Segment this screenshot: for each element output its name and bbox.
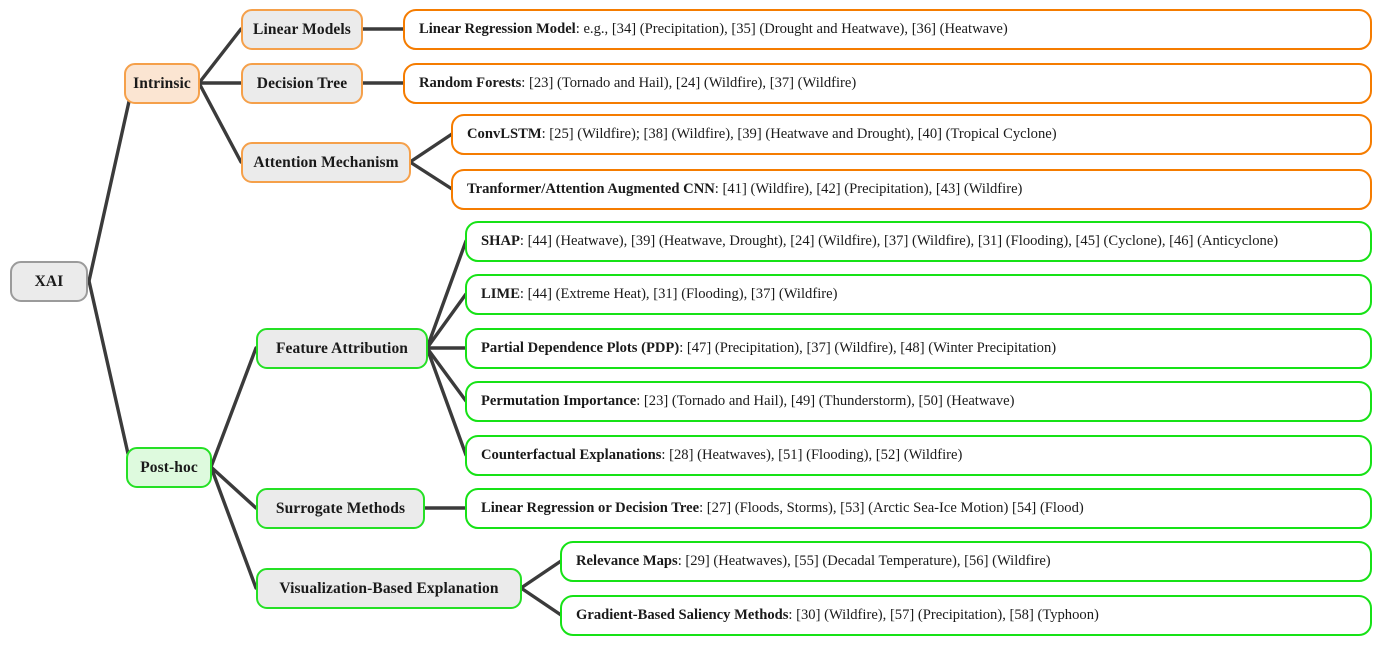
edge-fa-counterfactual bbox=[425, 346, 468, 457]
node-label: Decision Tree bbox=[256, 74, 348, 92]
leaf-refs: : [27] (Floods, Storms), [53] (Arctic Se… bbox=[699, 499, 1084, 516]
node-posthoc[interactable]: Post-hoc bbox=[126, 447, 212, 488]
leaf-title: ConvLSTM bbox=[467, 125, 542, 142]
leaf-title: Tranformer/Attention Augmented CNN bbox=[467, 180, 715, 197]
leaf-shap[interactable]: SHAP: [44] (Heatwave), [39] (Heatwave, D… bbox=[465, 221, 1372, 262]
leaf-gradient-based-saliency-methods[interactable]: Gradient-Based Saliency Methods: [30] (W… bbox=[560, 595, 1372, 636]
leaf-title: Linear Regression or Decision Tree bbox=[481, 499, 700, 516]
node-xai-root[interactable]: XAI bbox=[10, 261, 88, 302]
leaf-refs: : [44] (Extreme Heat), [31] (Flooding), … bbox=[519, 285, 838, 302]
edge-posthoc-feature-attribution bbox=[209, 346, 258, 469]
leaf-title: Random Forests bbox=[419, 74, 522, 91]
leaf-linear-regression-or-decision-tree[interactable]: Linear Regression or Decision Tree: [27]… bbox=[465, 488, 1372, 529]
leaf-title: Linear Regression Model bbox=[419, 20, 576, 37]
node-label: Surrogate Methods bbox=[275, 499, 406, 517]
node-decision-tree[interactable]: Decision Tree bbox=[241, 63, 363, 104]
node-label: Post-hoc bbox=[140, 458, 198, 476]
leaf-refs: : e.g., [34] (Precipitation), [35] (Drou… bbox=[575, 20, 1008, 37]
leaf-title: LIME bbox=[481, 285, 520, 302]
leaf-convlstm[interactable]: ConvLSTM: [25] (Wildfire); [38] (Wildfir… bbox=[451, 114, 1372, 155]
edge-intrinsic-attention bbox=[197, 81, 243, 164]
node-visualization-based-explanation[interactable]: Visualization-Based Explanation bbox=[256, 568, 522, 609]
leaf-title: Counterfactual Explanations bbox=[481, 446, 662, 463]
leaf-lime[interactable]: LIME: [44] (Extreme Heat), [31] (Floodin… bbox=[465, 274, 1372, 315]
leaf-linear-regression-model[interactable]: Linear Regression Model: e.g., [34] (Pre… bbox=[403, 9, 1372, 50]
leaf-refs: : [28] (Heatwaves), [51] (Flooding), [52… bbox=[661, 446, 963, 463]
edge-visualization-gradient bbox=[519, 586, 563, 617]
edge-posthoc-visualization bbox=[209, 465, 258, 590]
leaf-random-forests[interactable]: Random Forests: [23] (Tornado and Hail),… bbox=[403, 63, 1372, 104]
leaf-refs: : [23] (Tornado and Hail), [24] (Wildfir… bbox=[521, 74, 857, 91]
edge-fa-shap bbox=[425, 239, 468, 350]
leaf-title: Gradient-Based Saliency Methods bbox=[576, 606, 789, 623]
node-intrinsic[interactable]: Intrinsic bbox=[124, 63, 200, 104]
edge-fa-lime bbox=[425, 292, 468, 350]
leaf-relevance-maps[interactable]: Relevance Maps: [29] (Heatwaves), [55] (… bbox=[560, 541, 1372, 582]
leaf-permutation-importance[interactable]: Permutation Importance: [23] (Tornado an… bbox=[465, 381, 1372, 422]
leaf-counterfactual-explanations[interactable]: Counterfactual Explanations: [28] (Heatw… bbox=[465, 435, 1372, 476]
leaf-refs: : [44] (Heatwave), [39] (Heatwave, Droug… bbox=[519, 232, 1279, 249]
edge-attention-convlstm bbox=[408, 132, 454, 164]
leaf-transformer-attention-augmented-cnn[interactable]: Tranformer/Attention Augmented CNN: [41]… bbox=[451, 169, 1372, 210]
edge-visualization-relevance bbox=[519, 559, 563, 590]
node-label: XAI bbox=[34, 272, 64, 290]
node-surrogate-methods[interactable]: Surrogate Methods bbox=[256, 488, 425, 529]
node-label: Linear Models bbox=[253, 20, 351, 38]
leaf-title: Permutation Importance bbox=[481, 392, 637, 409]
leaf-partial-dependence-plots[interactable]: Partial Dependence Plots (PDP): [47] (Pr… bbox=[465, 328, 1372, 369]
node-label: Attention Mechanism bbox=[253, 153, 399, 171]
edge-fa-permutation bbox=[425, 346, 468, 403]
node-label: Intrinsic bbox=[133, 74, 191, 92]
leaf-refs: : [29] (Heatwaves), [55] (Decadal Temper… bbox=[677, 552, 1051, 569]
edge-intrinsic-linear-models bbox=[197, 27, 243, 85]
node-feature-attribution[interactable]: Feature Attribution bbox=[256, 328, 428, 369]
edge-posthoc-surrogate bbox=[209, 465, 258, 510]
leaf-title: Partial Dependence Plots (PDP) bbox=[481, 339, 680, 356]
leaf-refs: : [25] (Wildfire); [38] (Wildfire), [39]… bbox=[541, 125, 1057, 142]
leaf-refs: : [23] (Tornado and Hail), [49] (Thunder… bbox=[636, 392, 1015, 409]
leaf-title: SHAP bbox=[481, 232, 520, 249]
leaf-refs: : [30] (Wildfire), [57] (Precipitation),… bbox=[788, 606, 1099, 623]
edge-root-intrinsic bbox=[87, 95, 132, 283]
node-label: Visualization-Based Explanation bbox=[279, 579, 499, 597]
edge-attention-transformer bbox=[408, 160, 454, 191]
leaf-refs: : [47] (Precipitation), [37] (Wildfire),… bbox=[679, 339, 1057, 356]
leaf-title: Relevance Maps bbox=[576, 552, 678, 569]
node-attention-mechanism[interactable]: Attention Mechanism bbox=[241, 142, 411, 183]
node-label: Feature Attribution bbox=[275, 339, 409, 357]
leaf-refs: : [41] (Wildfire), [42] (Precipitation),… bbox=[714, 180, 1023, 197]
edge-root-posthoc bbox=[87, 279, 133, 469]
node-linear-models[interactable]: Linear Models bbox=[241, 9, 363, 50]
